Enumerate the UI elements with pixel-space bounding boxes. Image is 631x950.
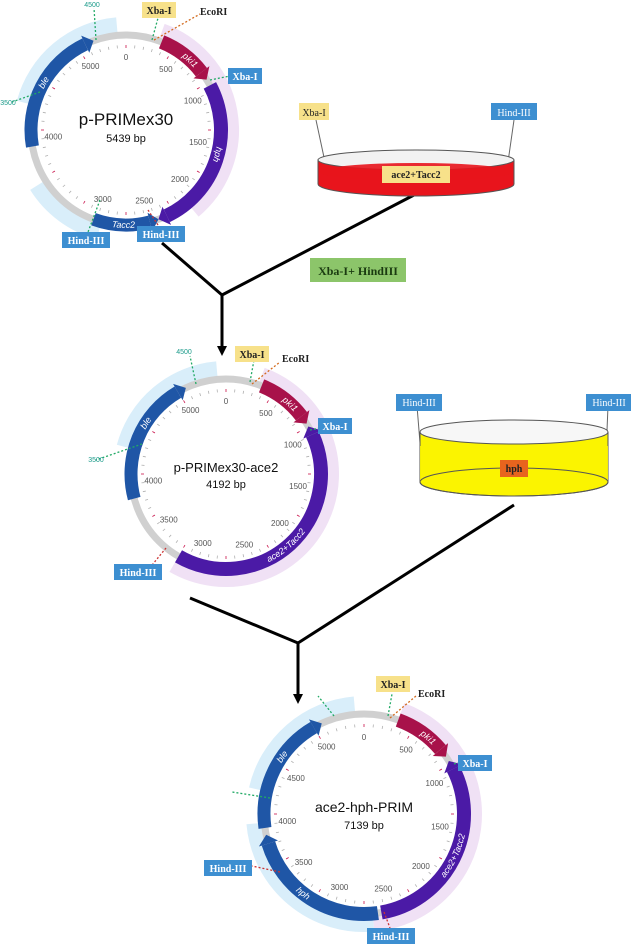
enzyme-text: Xba-I+ HindIII bbox=[318, 264, 398, 278]
p2-tick-5000: 5000 bbox=[182, 406, 200, 415]
p3-tick-4000: 4000 bbox=[278, 817, 296, 826]
site-4500-label: 4500 bbox=[84, 2, 100, 9]
p1-tick-1000: 1000 bbox=[184, 97, 202, 106]
p1-tick-2500: 2500 bbox=[135, 197, 153, 206]
p3-tick-4500: 4500 bbox=[287, 774, 305, 783]
petri-dish-red: Xba-I Hind-III ace2+Tacc2 bbox=[299, 103, 537, 196]
p3-tick-2000: 2000 bbox=[412, 862, 430, 871]
svg-text:Xba-I: Xba-I bbox=[232, 72, 257, 83]
p3-tick-3500: 3500 bbox=[295, 858, 313, 867]
p2-tick-3500: 3500 bbox=[160, 515, 178, 524]
p3-tick-3000: 3000 bbox=[331, 883, 349, 892]
p3-tick-500: 500 bbox=[399, 745, 413, 754]
feature-tacc2-label: Tacc2 bbox=[111, 219, 135, 230]
svg-text:Hind-III: Hind-III bbox=[373, 932, 410, 943]
svg-text:Hind-III: Hind-III bbox=[143, 230, 180, 241]
label-xba-top: Xba-I bbox=[235, 346, 269, 362]
p2-tick-1000: 1000 bbox=[284, 441, 302, 450]
site-4500-label: 4500 bbox=[176, 349, 192, 356]
site-3500-label: 3500 bbox=[88, 457, 104, 464]
label-ecori: EcoRI bbox=[282, 354, 309, 365]
label-hind-left: Hind-III bbox=[62, 232, 110, 248]
feature-ble bbox=[31, 36, 94, 147]
svg-text:Xba-I: Xba-I bbox=[380, 680, 405, 691]
plasmid3-size: 7139 bp bbox=[344, 820, 384, 832]
p1-tick-3000: 3000 bbox=[94, 195, 112, 204]
p1-tick-5000: 5000 bbox=[82, 62, 100, 71]
p2-tick-4000: 4000 bbox=[144, 477, 162, 486]
p3-tick-1000: 1000 bbox=[426, 779, 444, 788]
plasmid-p-primex30: blepki1hphTacc20500100015002000250030004… bbox=[0, 2, 262, 248]
label-hind-bottom: Hind-III bbox=[367, 928, 415, 944]
plasmid1-size: 5439 bp bbox=[106, 133, 146, 145]
p1-tick-500: 500 bbox=[159, 65, 173, 74]
svg-text:Xba-I: Xba-I bbox=[462, 759, 487, 770]
plasmid1-name: p-PRIMex30 bbox=[79, 110, 173, 129]
p2-tick-0: 0 bbox=[224, 397, 229, 406]
label-hind-left: Hind-III bbox=[204, 860, 252, 876]
label-hind-left: Hind-III bbox=[114, 564, 162, 580]
connector-2 bbox=[190, 505, 514, 700]
petri-dish-yellow: Hind-III Hind-III hph bbox=[396, 394, 631, 496]
dish1-hind-label: Hind-III bbox=[497, 108, 530, 119]
enzyme-label: Xba-I+ HindIII bbox=[310, 258, 406, 282]
dish2-insert-label: hph bbox=[506, 464, 523, 475]
p1-tick-4000: 4000 bbox=[44, 133, 62, 142]
site-3500-label: 3500 bbox=[0, 100, 16, 107]
svg-text:Hind-III: Hind-III bbox=[68, 236, 105, 247]
plasmid2-name: p-PRIMex30-ace2 bbox=[174, 460, 279, 475]
label-hind-bottom: Hind-III bbox=[137, 226, 185, 242]
dish1-xba-label: Xba-I bbox=[302, 108, 325, 119]
p2-tick-2000: 2000 bbox=[271, 519, 289, 528]
svg-text:Xba-I: Xba-I bbox=[239, 350, 264, 361]
p2-tick-1500: 1500 bbox=[289, 482, 307, 491]
label-xba-right: Xba-I bbox=[318, 418, 352, 434]
p3-tick-0: 0 bbox=[362, 733, 367, 742]
plasmid3-name: ace2-hph-PRIM bbox=[315, 799, 413, 815]
p1-tick-0: 0 bbox=[124, 53, 129, 62]
p2-tick-3000: 3000 bbox=[194, 539, 212, 548]
dish1-insert-label: ace2+Tacc2 bbox=[391, 170, 440, 181]
p1-tick-2000: 2000 bbox=[171, 175, 189, 184]
plasmid-p-primex30-ace2: blepki1ace2+Tacc205001000150020002500300… bbox=[88, 346, 352, 580]
label-xba-right: Xba-I bbox=[228, 68, 262, 84]
feature-hph bbox=[158, 85, 221, 224]
p3-tick-2500: 2500 bbox=[374, 885, 392, 894]
label-xba-right: Xba-I bbox=[458, 755, 492, 771]
site-xba-top bbox=[388, 694, 392, 716]
label-xba-top: Xba-I bbox=[376, 676, 410, 692]
dish2-hind-left-label: Hind-III bbox=[402, 398, 435, 409]
plasmid2-size: 4192 bp bbox=[206, 479, 246, 491]
svg-text:Hind-III: Hind-III bbox=[120, 568, 157, 579]
feature-hph bbox=[259, 835, 378, 914]
svg-text:Xba-I: Xba-I bbox=[146, 6, 171, 17]
svg-text:Xba-I: Xba-I bbox=[322, 422, 347, 433]
p3-tick-1500: 1500 bbox=[431, 822, 449, 831]
plasmid-ace2-hph-prim: blepki1ace2+Tacc2hph05001000150020002500… bbox=[204, 676, 492, 944]
label-ecori: EcoRI bbox=[418, 689, 445, 700]
p2-tick-500: 500 bbox=[259, 409, 273, 418]
dish2-hind-right-label: Hind-III bbox=[592, 398, 625, 409]
p2-tick-2500: 2500 bbox=[235, 541, 253, 550]
p1-tick-1500: 1500 bbox=[189, 138, 207, 147]
svg-text:Hind-III: Hind-III bbox=[210, 864, 247, 875]
label-xba-top: Xba-I bbox=[142, 2, 176, 18]
label-ecori: EcoRI bbox=[200, 7, 227, 18]
p3-tick-5000: 5000 bbox=[318, 743, 336, 752]
